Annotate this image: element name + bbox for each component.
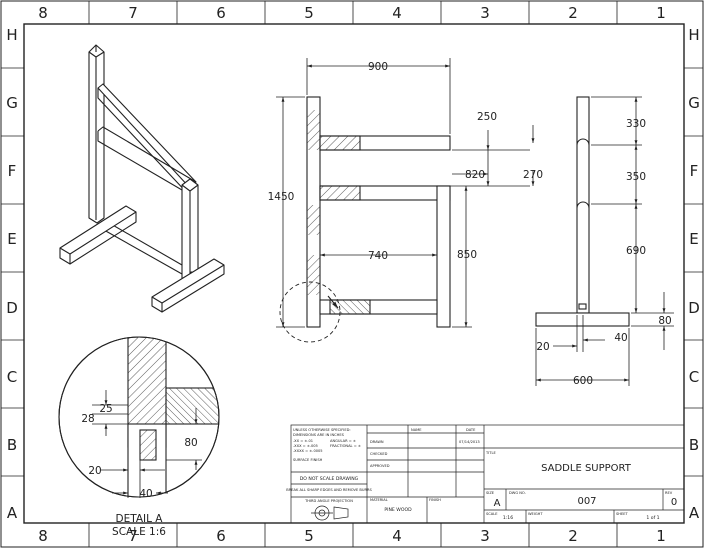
dim-250: 250 [477, 111, 497, 123]
tb-rev: 0 [671, 497, 677, 508]
zone-col-5-top: 5 [304, 4, 314, 22]
side-view [535, 96, 630, 327]
zone-col-2-bottom: 2 [568, 527, 578, 545]
zone-row-h-left: H [6, 26, 17, 44]
dim-350: 350 [626, 171, 646, 183]
tb-note-6: ANGULAR = ± [330, 439, 356, 443]
detail-dim-40: 40 [139, 488, 152, 500]
tb-weight-label: WEIGHT [528, 512, 543, 516]
tb-title: SADDLE SUPPORT [541, 463, 632, 474]
tb-dwg-label: DWG NO. [509, 491, 526, 495]
tb-sheet: 1 of 1 [646, 515, 659, 521]
dimension-labels: 900 1450 250 270 820 740 850 330 350 690… [81, 61, 671, 538]
zone-row-d-left: D [6, 299, 18, 317]
dim-40: 40 [614, 332, 627, 344]
zone-row-c-right: C [689, 368, 699, 386]
zone-col-1-bottom: 1 [656, 527, 666, 545]
zone-col-7-bottom: 7 [128, 527, 138, 545]
detail-dim-25: 25 [99, 403, 112, 415]
zone-row-h-right: H [688, 26, 699, 44]
zone-col-1-top: 1 [656, 4, 666, 22]
zone-row-e-left: E [7, 230, 16, 248]
zone-row-b-right: B [689, 436, 699, 454]
tb-note-2: DIMENSIONS ARE IN INCHES [293, 433, 345, 437]
tb-note-1: UNLESS OTHERWISE SPECIFIED: [293, 428, 351, 432]
detail-dim-28: 28 [81, 413, 94, 425]
zone-col-3-bottom: 3 [480, 527, 490, 545]
tb-note-7: FRACTIONAL = ± [330, 444, 361, 448]
title-block [290, 424, 685, 524]
zone-col-6-bottom: 6 [216, 527, 226, 545]
tb-break-edges: BREAK ALL SHARP EDGES AND REMOVE BURRS [286, 488, 372, 492]
dim-820: 820 [465, 169, 485, 181]
tb-note-8: SURFACE FINISH [293, 458, 323, 462]
tb-rev-label: REV [665, 491, 673, 495]
dim-850: 850 [457, 249, 477, 261]
dim-20: 20 [536, 341, 549, 353]
zone-col-4-top: 4 [392, 4, 402, 22]
title-block-text: UNLESS OTHERWISE SPECIFIED: DIMENSIONS A… [286, 428, 677, 521]
zone-row-a-left: A [7, 504, 18, 522]
tb-date-header: DATE [466, 428, 476, 432]
zone-row-f-left: F [8, 162, 17, 180]
zone-row-g-right: G [688, 94, 700, 112]
zone-col-8-bottom: 8 [38, 527, 48, 545]
tb-size-label: SIZE [486, 491, 495, 495]
tb-projection: THIRD ANGLE PROJECTION [304, 499, 353, 503]
tb-note-4: .XXX = ±.005 [293, 444, 318, 448]
tb-name-header: NAME [411, 428, 422, 432]
zone-col-4-bottom: 4 [392, 527, 402, 545]
zone-row-b-left: B [7, 436, 17, 454]
tb-finish-label: FINISH [429, 498, 441, 502]
isometric-view [59, 44, 225, 313]
zone-col-2-top: 2 [568, 4, 578, 22]
dim-80: 80 [658, 315, 671, 327]
zone-row-d-right: D [688, 299, 700, 317]
tb-drawn-label: DRAWN [370, 440, 384, 444]
zone-col-6-top: 6 [216, 4, 226, 22]
tb-note-3: .XX = ±.01 [293, 439, 313, 443]
zone-row-f-right: F [690, 162, 699, 180]
dim-270: 270 [523, 169, 543, 181]
zone-row-c-left: C [7, 368, 17, 386]
dim-740: 740 [368, 250, 388, 262]
zone-row-a-right: A [689, 504, 700, 522]
tb-title-label: TITLE [485, 451, 496, 455]
zone-labels: 8 7 6 5 4 3 2 1 8 7 6 5 4 3 2 1 H G F E … [6, 4, 700, 545]
dim-330: 330 [626, 118, 646, 130]
tb-approved-label: APPROVED [370, 464, 390, 468]
detail-dim-80: 80 [184, 437, 197, 449]
tb-scale: 1:16 [503, 515, 513, 521]
tb-material-label: MATERIAL [370, 498, 388, 502]
detail-dim-20: 20 [88, 465, 101, 477]
tb-drawn-date: 07/14/2013 [459, 440, 480, 444]
dimension-lines [92, 58, 674, 498]
dim-900: 900 [368, 61, 388, 73]
tb-note-5: .XXXX = ±.0005 [293, 449, 323, 453]
tb-scale-label: SCALE [486, 512, 498, 516]
detail-view [58, 336, 220, 498]
zone-row-g-left: G [6, 94, 18, 112]
tb-material: PINE WOOD [384, 507, 412, 513]
tb-checked-label: CHECKED [370, 452, 388, 456]
detail-scale: SCALE 1:6 [112, 526, 166, 538]
detail-label: DETAIL A [116, 513, 164, 525]
tb-do-not-scale: DO NOT SCALE DRAWING [300, 476, 359, 482]
front-view [279, 96, 451, 343]
tb-dwg-no: 007 [577, 496, 596, 507]
tb-size: A [494, 498, 501, 509]
zone-col-8-top: 8 [38, 4, 48, 22]
tb-sheet-label: SHEET [616, 512, 629, 516]
zone-col-5-bottom: 5 [304, 527, 314, 545]
zone-col-7-top: 7 [128, 4, 138, 22]
dim-1450: 1450 [268, 191, 295, 203]
dim-690: 690 [626, 245, 646, 257]
zone-col-3-top: 3 [480, 4, 490, 22]
dim-600: 600 [573, 375, 593, 387]
zone-row-e-right: E [689, 230, 698, 248]
